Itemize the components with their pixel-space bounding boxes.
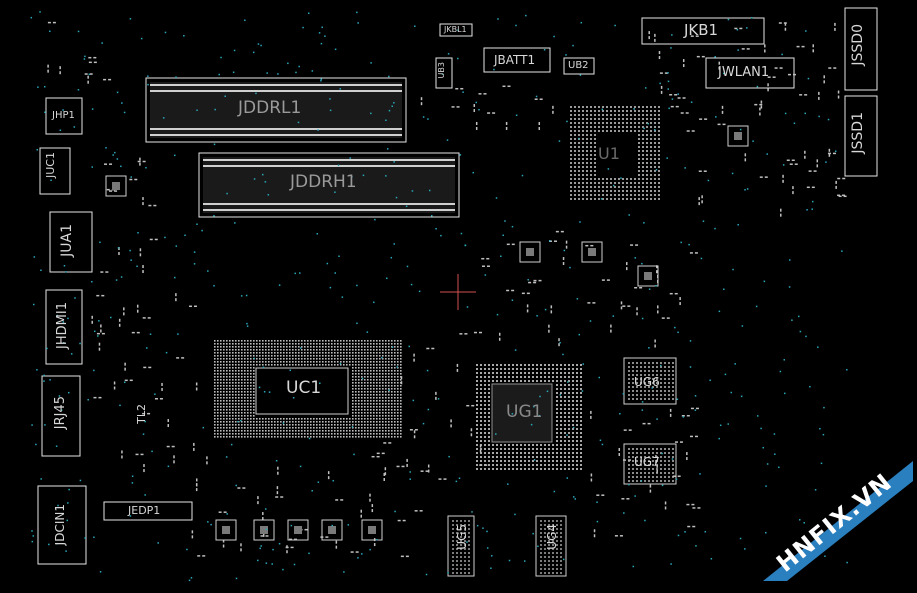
watermark-text: HNFIX.VN [771,468,897,578]
jssd0-outline [844,7,878,91]
jkb1-outline [641,17,765,45]
vias [30,11,848,582]
ug1-label: UG1 [506,402,543,422]
jrj45-label: JRJ45 [53,396,68,430]
ug6-label: UG6 [634,375,660,389]
jhdmi1-outline [45,289,83,365]
vram-pads [452,362,674,574]
ub3-outline [435,57,453,89]
watermark-logo: HNFIX.VN [763,461,913,581]
crosshair [440,274,476,310]
ug6-outline [623,357,677,405]
jua1-outline [49,211,93,273]
ug1-die [491,383,553,443]
jddrl1-label: JDDRL1 [238,98,302,118]
jddrl1-outline [145,77,407,143]
ug4-label: UG4 [545,524,559,550]
jua1-label: JUA1 [59,224,75,257]
u1-bga [570,106,660,200]
jddrh1-pins [203,159,455,211]
juc1-outline [39,147,71,195]
ub3-label: UB3 [437,62,446,79]
jssd0-label: JSSD0 [850,24,866,66]
uc1-die [255,367,349,415]
jssd1-outline [844,95,878,177]
jbatt1-label: JBATT1 [494,53,536,67]
uc1-bga [214,340,402,438]
ug5-outline [447,515,475,577]
jhp1-outline [45,97,83,135]
tl2-label: TL2 [135,404,148,424]
jhp1-label: JHP1 [52,110,75,121]
small-parts [47,21,847,558]
juc1-label: JUC1 [44,152,57,178]
ug7-outline [623,443,677,485]
ub2-label: UB2 [568,60,589,71]
jbatt1-outline [483,47,551,73]
jddrh1-label: JDDRH1 [290,172,357,192]
ug1-bga [476,364,582,470]
jddrl1-pins [150,84,402,136]
jddrh1-outline [198,152,460,218]
jkbl1-label: JKBL1 [444,25,467,34]
jdcin1-label: JDCIN1 [53,504,67,546]
uc1-label: UC1 [286,378,322,398]
jwlan1-outline [705,57,795,89]
ug7-label: UG7 [634,455,660,469]
jedp1-outline [103,501,193,521]
ug4-outline [535,515,567,577]
u1-label: U1 [598,144,620,163]
jkbl1-outline [439,23,473,37]
ub2-outline [563,57,595,75]
jrj45-outline [41,375,81,457]
jkb1-label: JKB1 [684,21,719,39]
ug5-label: UG5 [455,524,469,550]
jedp1-label: JEDP1 [128,504,161,517]
jssd1-label: JSSD1 [850,112,866,154]
jhdmi1-label: JHDMI1 [55,302,70,349]
jdcin1-outline [37,485,87,565]
jwlan1-label: JWLAN1 [718,65,770,80]
